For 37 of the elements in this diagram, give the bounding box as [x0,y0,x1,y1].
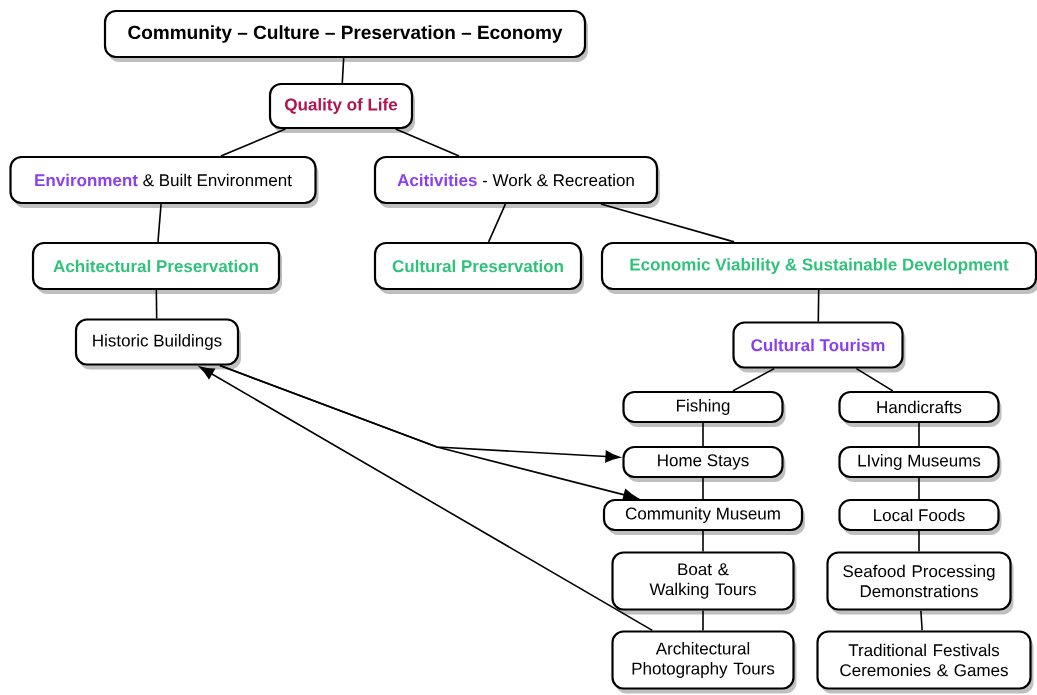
connector-line [702,609,704,632]
connector-line [155,289,158,320]
concept-box: Traditional Festivals Ceremonies & Games [816,630,1034,694]
connector-line [817,289,820,323]
concept-box: Community – Culture – Preservation – Economy [103,9,588,62]
concept-box: Handicrafts [838,390,1002,427]
connector-line [918,530,920,553]
concept-box: Quality of Life [268,82,415,133]
connector-line [702,530,704,553]
concept-box: Seafood Processing Demonstrations [826,551,1014,615]
connector-line [487,203,507,243]
concept-box: LIving Museums [838,445,1002,482]
concept-box: Local Foods [838,498,1002,535]
connector-line [920,609,923,632]
concept-box: Cultural Preservation [373,241,584,294]
concept-box: Community Museum [602,498,805,535]
concept-box: Historic Buildings [74,318,241,370]
concept-box: Economic Viability & Sustainable Development [600,241,1037,294]
connector-line [702,422,704,447]
concept-box: Achitectural Preservation [31,241,282,294]
concept-box: Home Stays [622,445,786,482]
concept-box: Fishing [622,390,786,427]
concept-box: Boat & Walking Tours [611,551,797,615]
connector-line [918,477,920,500]
concept-box: Acitivities - Work & Recreation [373,155,660,208]
connector-line [600,203,735,243]
connector-line [220,128,287,157]
connector-line [918,422,920,447]
connector-line [732,367,776,392]
concept-box: Cultural Tourism [732,321,906,373]
concept-box: Environment & Built Environment [9,155,319,208]
connector-line [341,57,345,84]
connector-line [702,477,704,500]
connector-line [157,203,162,243]
concept-box: Architectural Photography Tours [611,630,797,694]
arrow [219,364,638,501]
connector-line [394,128,460,157]
